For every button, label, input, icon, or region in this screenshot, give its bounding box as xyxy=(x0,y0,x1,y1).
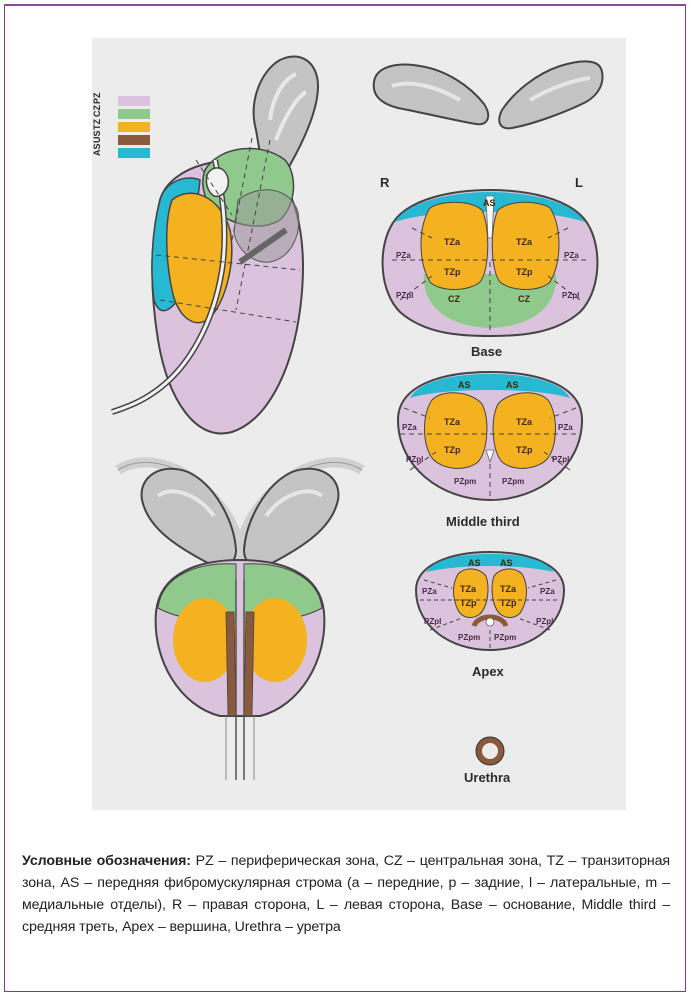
middle-label-pza-left: PZa xyxy=(558,423,573,432)
urethra-title: Urethra xyxy=(464,770,511,785)
base-label-pzpl-left: PZpl xyxy=(562,291,579,300)
apex-label-pza-left: PZa xyxy=(540,587,555,596)
middle-label-pza-right: PZa xyxy=(402,423,417,432)
apex-label-tza-right: TZa xyxy=(460,584,477,594)
legend-swatch-us xyxy=(118,135,150,145)
legend-label-cz: CZ xyxy=(92,105,102,117)
legend-swatch-as xyxy=(118,148,150,158)
legend-item-cz: CZ xyxy=(92,105,150,119)
section-base: AS TZa TZa TZp TZp PZa PZa PZpl PZpl CZ … xyxy=(383,190,598,359)
apex-title: Apex xyxy=(472,664,505,679)
figure-caption: Условные обозначения: PZ – периферическа… xyxy=(22,850,670,938)
caption-lead: Условные обозначения: xyxy=(22,853,191,869)
apex-label-tzp-right: TZp xyxy=(460,598,477,608)
base-label-pzpl-right: PZpl xyxy=(396,291,413,300)
middle-label-tzp-left: TZp xyxy=(516,445,533,455)
legend-item-as: AS xyxy=(92,143,150,158)
legend-item-pz: PZ xyxy=(92,92,150,106)
base-label-tzp-right: TZp xyxy=(444,267,461,277)
coronal-sphincter-left xyxy=(244,612,254,716)
base-label-as: AS xyxy=(483,198,496,208)
legend-item-tz: TZ xyxy=(92,119,150,132)
coronal-seminal-vesicle-right xyxy=(142,469,236,566)
side-label-right: R xyxy=(380,175,390,190)
legend-label-us: US xyxy=(92,130,102,143)
base-label-cz-left: CZ xyxy=(518,294,530,304)
apex-label-pzpm-left: PZpm xyxy=(494,633,516,642)
middle-label-as-right: AS xyxy=(458,380,471,390)
coronal-sphincter-right xyxy=(226,612,236,716)
seminal-vesicle-right xyxy=(374,65,488,125)
seminal-vesicles-top xyxy=(374,61,603,128)
legend-swatch-cz xyxy=(118,109,150,119)
middle-label-tza-left: TZa xyxy=(516,417,533,427)
base-label-tza-left: TZa xyxy=(516,237,533,247)
apex-label-pzpm-right: PZpm xyxy=(458,633,480,642)
apex-label-tza-left: TZa xyxy=(500,584,517,594)
middle-label-as-left: AS xyxy=(506,380,519,390)
coronal-view xyxy=(118,462,362,780)
apex-label-as-left: AS xyxy=(500,558,513,568)
legend-label-as: AS xyxy=(92,143,102,156)
legend-swatch-tz xyxy=(118,122,150,132)
urethra-ring xyxy=(479,740,501,762)
middle-label-pzpm-right: PZpm xyxy=(454,477,476,486)
middle-label-tza-right: TZa xyxy=(444,417,461,427)
base-title: Base xyxy=(471,344,502,359)
middle-label-pzpl-right: PZpl xyxy=(406,455,423,464)
legend-label-tz: TZ xyxy=(92,119,102,130)
middle-title: Middle third xyxy=(446,514,520,529)
section-middle-third: AS AS TZa TZa TZp TZp PZa PZa PZpl PZpl … xyxy=(398,372,582,529)
middle-transition-zone-right xyxy=(425,393,487,469)
base-label-tzp-left: TZp xyxy=(516,267,533,277)
legend-swatch-pz xyxy=(118,96,150,106)
section-apex: AS AS TZa TZa TZp TZp PZa PZa PZpl PZpl … xyxy=(416,552,564,679)
middle-label-tzp-right: TZp xyxy=(444,445,461,455)
middle-transition-zone-left xyxy=(493,393,555,469)
legend-label-pz: PZ xyxy=(92,92,102,104)
seminal-vesicle-left xyxy=(499,61,602,128)
apex-label-pzpl-left: PZpl xyxy=(536,617,553,626)
middle-label-pzpm-left: PZpm xyxy=(502,477,524,486)
middle-label-pzpl-left: PZpl xyxy=(552,455,569,464)
apex-urethra xyxy=(486,618,494,626)
section-urethra: Urethra xyxy=(464,737,511,785)
base-label-pza-right: PZa xyxy=(396,251,411,260)
coronal-seminal-vesicle-left xyxy=(244,469,338,566)
apex-label-pzpl-right: PZpl xyxy=(424,617,441,626)
base-label-tza-right: TZa xyxy=(444,237,461,247)
coronal-urethra-outer xyxy=(226,716,254,780)
side-label-left: L xyxy=(575,175,583,190)
apex-label-tzp-left: TZp xyxy=(500,598,517,608)
legend-item-us: US xyxy=(92,130,150,145)
base-label-cz-right: CZ xyxy=(448,294,460,304)
apex-label-pza-right: PZa xyxy=(422,587,437,596)
legend: PZ CZ TZ US AS xyxy=(92,92,150,158)
base-label-pza-left: PZa xyxy=(564,251,579,260)
apex-label-as-right: AS xyxy=(468,558,481,568)
